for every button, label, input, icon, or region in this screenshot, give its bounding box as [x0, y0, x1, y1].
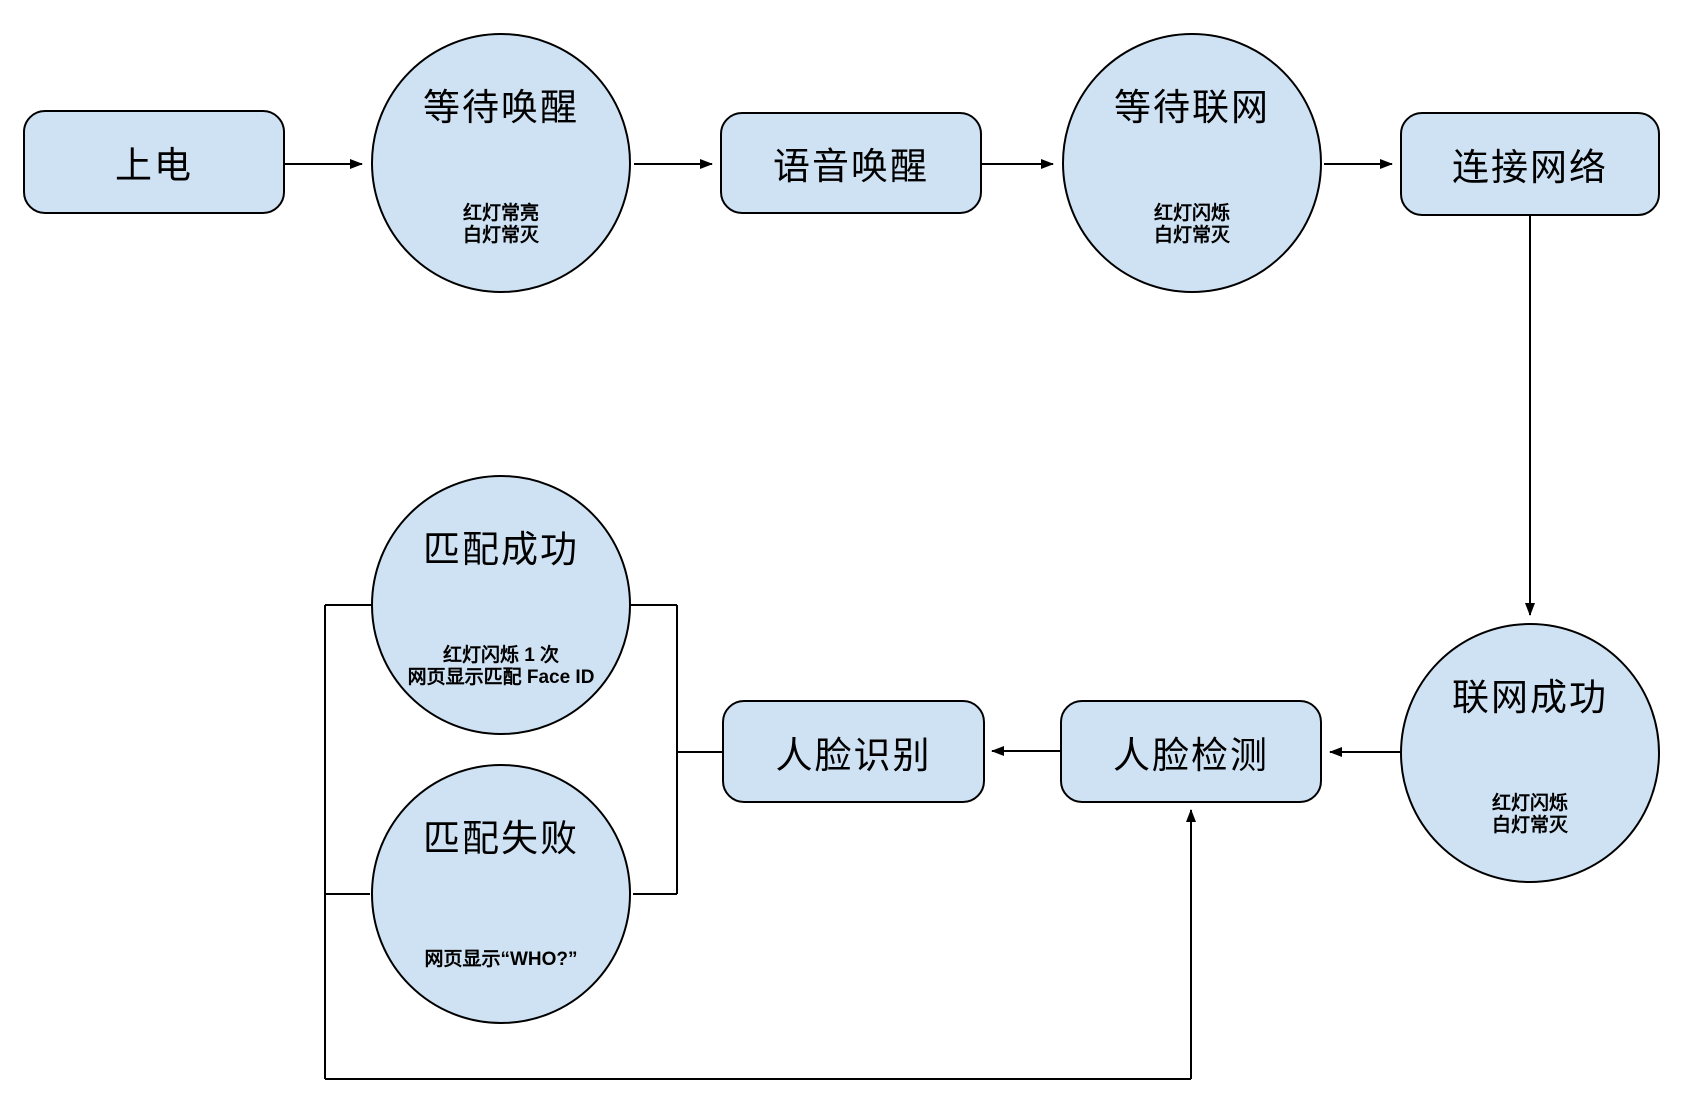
node-wait-wake-label: 等待唤醒	[423, 87, 579, 128]
wait-network-note-line1: 红灯闪烁	[1153, 203, 1230, 224]
node-power-label: 上电	[115, 145, 193, 186]
node-power: 上电	[23, 110, 285, 214]
match-fail-note-line1: 网页显示“WHO?”	[424, 949, 578, 970]
node-match-fail: 匹配失败 网页显示“WHO?”	[371, 764, 631, 1024]
node-network-ok: 联网成功 红灯闪烁 白灯常灭	[1400, 623, 1660, 883]
node-face-recog-label: 人脸识别	[775, 734, 932, 776]
node-voice-wake: 语音唤醒	[720, 112, 982, 214]
node-match-ok: 匹配成功 红灯闪烁 1 次 网页显示匹配 Face ID	[371, 475, 631, 735]
node-wait-network-note: 红灯闪烁 白灯常灭	[1064, 203, 1320, 247]
network-ok-note-line2: 白灯常灭	[1491, 815, 1568, 836]
node-wait-network: 等待联网 红灯闪烁 白灯常灭	[1062, 33, 1322, 293]
node-match-ok-note: 红灯闪烁 1 次 网页显示匹配 Face ID	[373, 645, 629, 689]
node-wait-wake: 等待唤醒 红灯常亮 白灯常灭	[371, 33, 631, 293]
network-ok-note-line1: 红灯闪烁	[1491, 793, 1568, 814]
node-match-ok-label: 匹配成功	[423, 529, 579, 570]
node-wait-wake-note: 红灯常亮 白灯常灭	[373, 203, 629, 247]
node-match-fail-label: 匹配失败	[423, 818, 579, 859]
wait-wake-note-line2: 白灯常灭	[462, 225, 539, 246]
node-voice-wake-label: 语音唤醒	[773, 146, 929, 187]
node-match-fail-note: 网页显示“WHO?”	[373, 949, 629, 971]
wait-wake-note-line1: 红灯常亮	[462, 203, 539, 224]
node-wait-network-label: 等待联网	[1114, 87, 1270, 128]
node-network-ok-label: 联网成功	[1452, 677, 1608, 718]
node-connect-network-label: 连接网络	[1452, 147, 1608, 188]
wait-network-note-line2: 白灯常灭	[1153, 225, 1230, 246]
node-face-detect: 人脸检测	[1060, 700, 1322, 803]
node-network-ok-note: 红灯闪烁 白灯常灭	[1402, 793, 1658, 837]
match-ok-note-line2: 网页显示匹配 Face ID	[407, 667, 595, 688]
node-connect-network: 连接网络	[1400, 112, 1660, 216]
match-ok-note-line1: 红灯闪烁 1 次	[442, 645, 560, 666]
node-face-recog: 人脸识别	[722, 700, 985, 803]
node-face-detect-label: 人脸检测	[1113, 734, 1269, 776]
